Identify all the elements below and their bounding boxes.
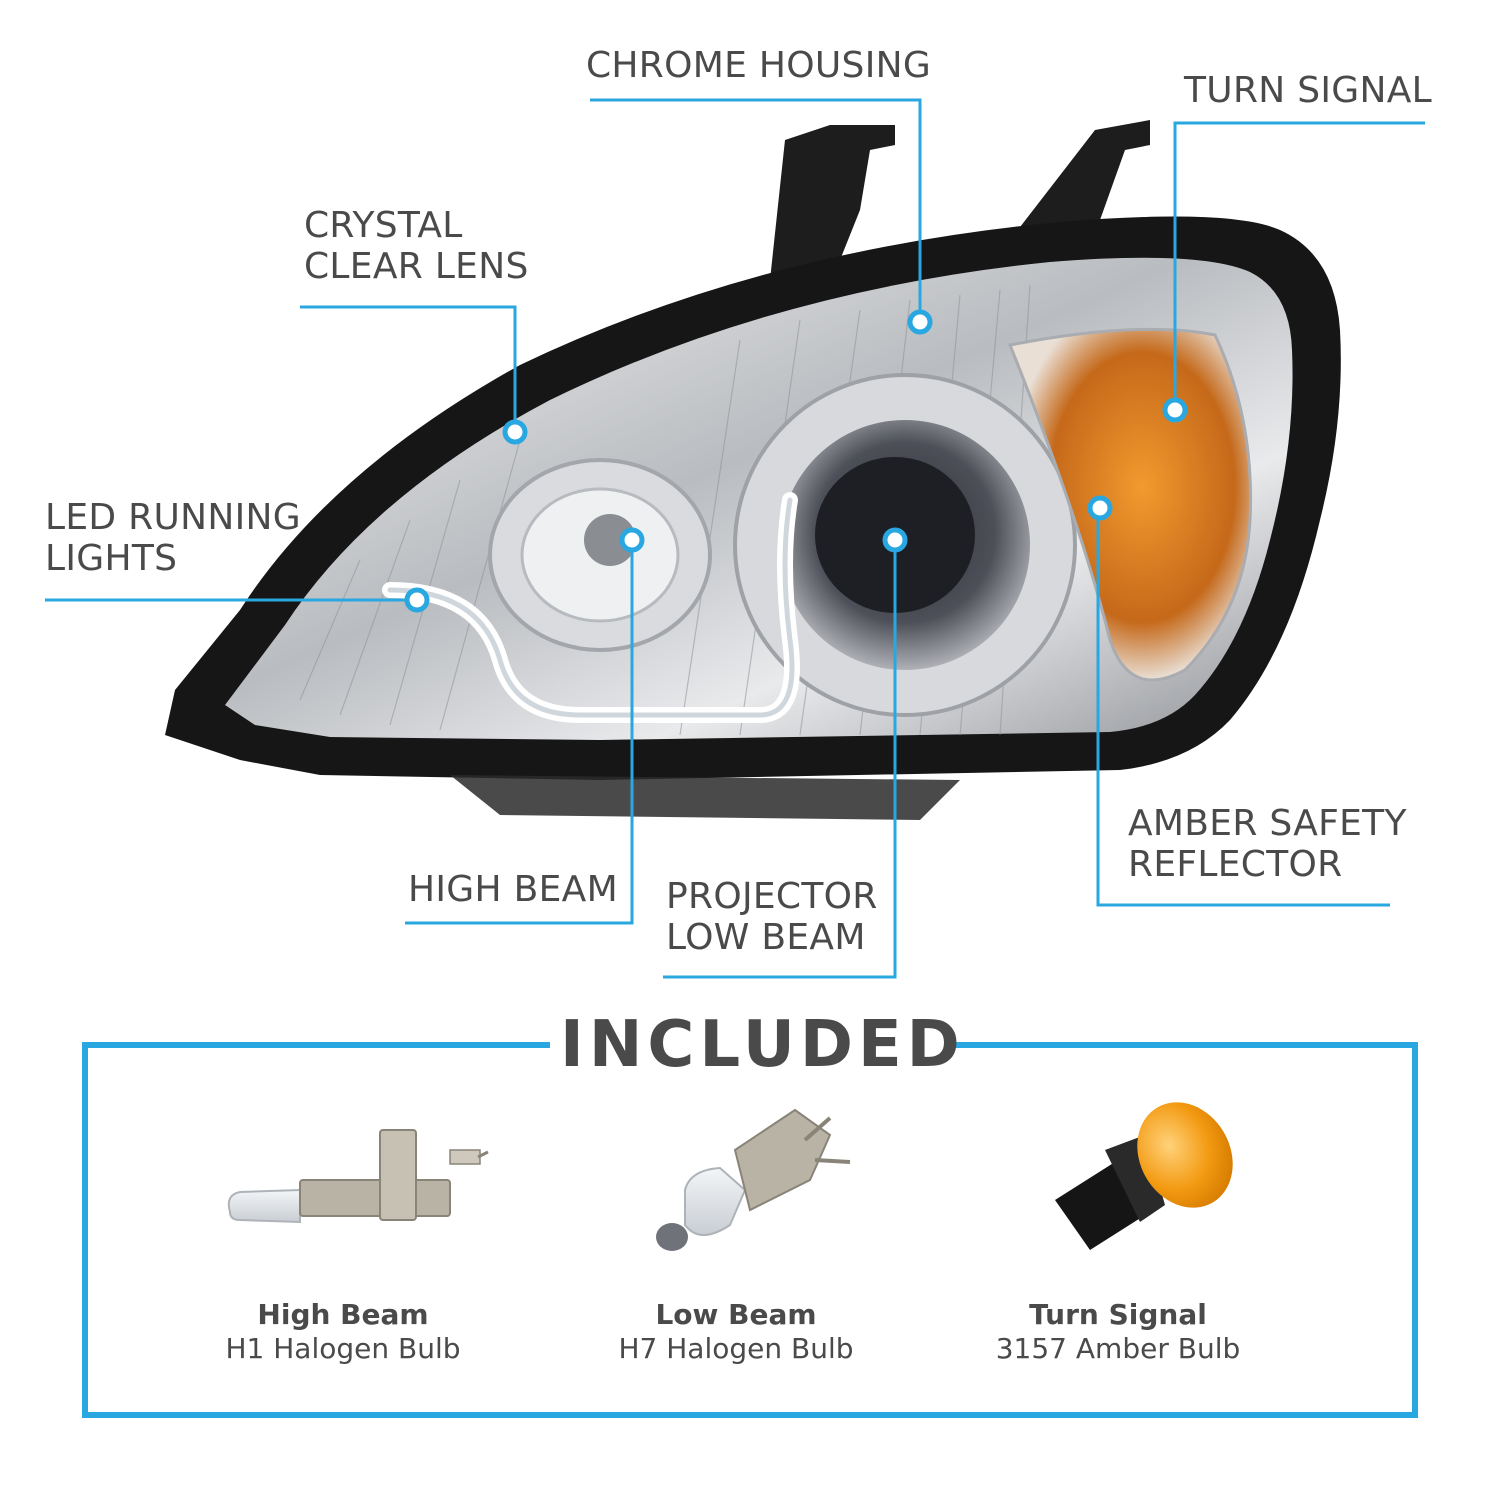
h1-bulb-icon — [227, 1129, 489, 1224]
amber-3157-bulb-icon — [1055, 1102, 1233, 1250]
callout-led-running-lights-line2: LIGHTS — [45, 538, 178, 579]
callout-led-running-lights: LED RUNNING LIGHTS — [45, 497, 301, 579]
bulb-caption-high-beam: High Beam H1 Halogen Bulb — [193, 1298, 493, 1366]
bulb-name: Turn Signal — [1029, 1298, 1207, 1331]
callout-amber-safety-reflector: AMBER SAFETY REFLECTOR — [1128, 803, 1407, 885]
callout-chrome-housing-text: CHROME HOUSING — [586, 45, 932, 86]
callout-turn-signal-text: TURN SIGNAL — [1184, 70, 1433, 111]
callout-led-running-lights-line1: LED RUNNING — [45, 497, 301, 538]
bulb-name: Low Beam — [655, 1298, 817, 1331]
amber-turn-signal — [1007, 327, 1253, 682]
callout-lines — [45, 98, 1425, 979]
lower-trim — [450, 775, 960, 820]
callout-high-beam: HIGH BEAM — [408, 869, 618, 910]
callout-projector-low-beam-line2: LOW BEAM — [666, 917, 866, 958]
mounting-bracket — [770, 120, 1150, 280]
callout-crystal-clear-lens: CRYSTAL CLEAR LENS — [304, 205, 529, 287]
callout-crystal-clear-lens-line2: CLEAR LENS — [304, 246, 529, 287]
bulb-desc: 3157 Amber Bulb — [995, 1332, 1241, 1365]
callout-crystal-clear-lens-line1: CRYSTAL — [304, 205, 463, 246]
bulb-desc: H1 Halogen Bulb — [225, 1332, 461, 1365]
h7-bulb-icon — [656, 1108, 851, 1251]
callout-projector-low-beam: PROJECTOR LOW BEAM — [666, 876, 878, 958]
callout-dots — [404, 309, 1188, 613]
callout-projector-low-beam-line1: PROJECTOR — [666, 876, 878, 917]
bulb-caption-turn-signal: Turn Signal 3157 Amber Bulb — [968, 1298, 1268, 1366]
callout-high-beam-text: HIGH BEAM — [408, 869, 618, 910]
bulb-caption-low-beam: Low Beam H7 Halogen Bulb — [586, 1298, 886, 1366]
included-title: INCLUDED — [560, 1008, 965, 1082]
callout-turn-signal: TURN SIGNAL — [1184, 70, 1432, 111]
callout-chrome-housing: CHROME HOUSING — [586, 45, 931, 86]
high-beam-reflector — [488, 458, 712, 652]
callout-amber-safety-reflector-line1: AMBER SAFETY — [1128, 803, 1407, 844]
included-frame — [82, 1042, 1418, 1418]
callout-amber-safety-reflector-line2: REFLECTOR — [1128, 844, 1343, 885]
bulb-name: High Beam — [257, 1298, 429, 1331]
bulb-desc: H7 Halogen Bulb — [618, 1332, 854, 1365]
